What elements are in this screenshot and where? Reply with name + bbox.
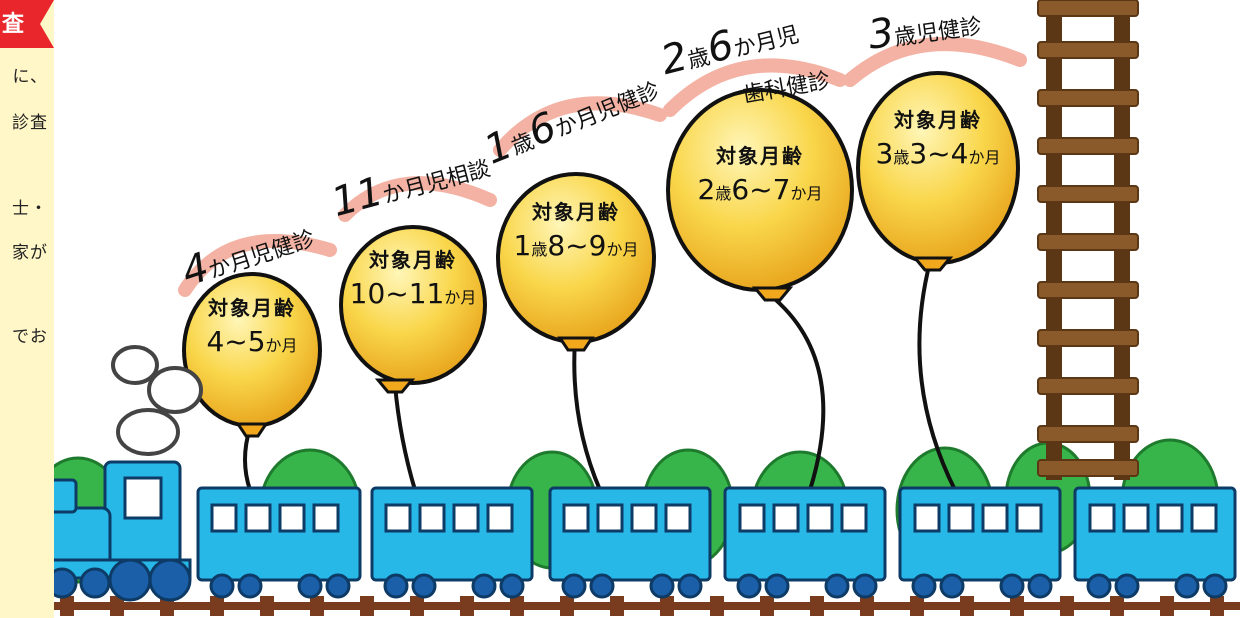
steam-clouds [111,345,203,456]
car-windows [210,503,1218,533]
target-age-label: 対象月齢 [369,248,457,272]
target-age-label: 対象月齢 [894,108,982,132]
target-age-value: 4~5か月 [206,325,298,358]
side-tab [0,0,54,48]
side-tab-label: 査 [2,12,25,37]
milestone-arrows [178,37,1027,297]
balloon-2 [339,225,487,385]
target-age-label: 対象月齢 [532,200,620,224]
target-age-value: 2歳6~7か月 [697,173,823,206]
balloon-label-4: 対象月齢 2歳6~7か月 [672,140,848,206]
side-text-line: でお [12,327,48,347]
target-age-value: 1歳8~9か月 [513,229,639,262]
side-info-panel: 査 に、 診査 士・ 家が でお [0,0,54,618]
balloon-knots [235,256,954,438]
target-age-value: 3歳3~4か月 [875,137,1001,170]
balloon-label-2: 対象月齢 10~11か月 [343,244,483,310]
side-text-line: 家が [12,243,48,263]
side-text-line: に、 [12,67,48,87]
balloons [182,71,1020,428]
target-age-value: 10~11か月 [349,277,477,310]
track [40,596,1240,616]
balloon-label-3: 対象月齢 1歳8~9か月 [500,196,652,262]
ladder [1037,0,1139,480]
side-text-line: 診査 [12,113,48,133]
balloon-strings [243,261,957,491]
balloon-label-5: 対象月齢 3歳3~4か月 [860,104,1016,170]
side-text-line: 士・ [12,199,48,219]
wheels [46,558,1228,602]
milestone-number: 3 [865,9,897,59]
balloon-label-1: 対象月齢 4~5か月 [188,292,316,358]
target-age-label: 対象月齢 [208,296,296,320]
target-age-label: 対象月齢 [716,144,804,168]
